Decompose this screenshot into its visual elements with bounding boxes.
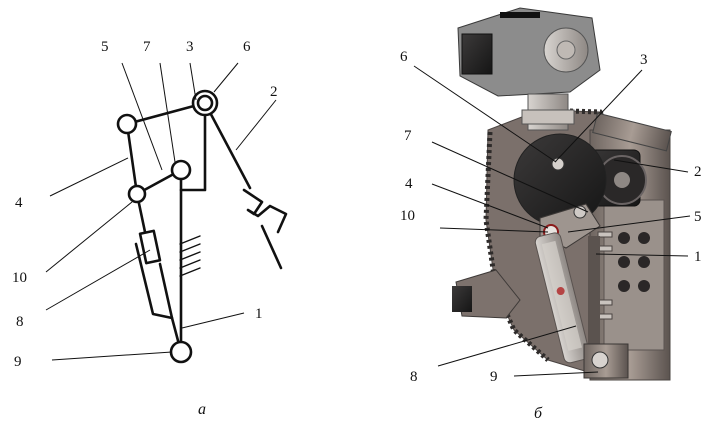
labels-panel-a: 5 7 3 6 2 4 10 8 1 9 а: [12, 39, 278, 418]
column-1-render: [588, 236, 600, 366]
render-panel-b: [452, 7, 672, 381]
label-a-8: 8: [16, 314, 24, 330]
labels-panel-b: 6 3 7 4 10 2 5 1 8 9 б: [400, 49, 702, 422]
hinge-top-left: [116, 113, 138, 135]
right-block-panel: [603, 199, 665, 351]
label-a-9: 9: [14, 354, 22, 370]
actuator-8-housing: [134, 242, 174, 320]
actuator-8-body: [138, 229, 162, 265]
link-4: [125, 122, 139, 196]
link-2-upper: [203, 101, 252, 190]
scheme-panel-a: [116, 89, 288, 364]
hinge-10: [127, 184, 147, 204]
leaders-panel-a: [45, 62, 277, 361]
label-b-5: 5: [694, 209, 702, 225]
caption-b: б: [534, 405, 543, 422]
hinge-9-render: [591, 351, 609, 369]
motor-2-hub: [614, 172, 630, 188]
hinge-9: [169, 340, 193, 364]
rotor-hub: [551, 157, 565, 171]
caption-a: а: [198, 401, 206, 418]
block-ports: [618, 232, 650, 292]
hinge-7: [170, 159, 192, 181]
label-b-6: 6: [400, 49, 408, 65]
link-2-lower: [260, 224, 283, 270]
actuator-8-render: [534, 232, 590, 364]
label-a-7: 7: [143, 39, 151, 55]
sensor-grille: [500, 12, 540, 18]
link-3: [125, 101, 207, 126]
label-a-1: 1: [255, 306, 263, 322]
hinge-6-inner: [196, 94, 214, 112]
neck-ring: [521, 109, 575, 125]
leaders-panel-b: [413, 65, 691, 377]
label-a-3: 3: [186, 39, 194, 55]
label-b-3: 3: [640, 52, 648, 68]
sensor-disc-center: [556, 40, 576, 60]
label-b-10: 10: [400, 208, 415, 224]
top-right-arm: [592, 112, 672, 152]
spring-2: [242, 188, 288, 234]
label-b-1: 1: [694, 249, 702, 265]
crank-6: [179, 101, 207, 192]
label-b-2: 2: [694, 164, 702, 180]
hinge-7-render: [573, 205, 587, 219]
sensor-window: [461, 33, 493, 75]
label-b-9: 9: [490, 369, 498, 385]
label-a-10: 10: [12, 270, 27, 286]
label-b-7: 7: [404, 128, 412, 144]
label-a-4: 4: [15, 195, 23, 211]
label-a-5: 5: [101, 39, 109, 55]
label-b-4: 4: [405, 176, 413, 192]
label-a-6: 6: [243, 39, 251, 55]
label-b-8: 8: [410, 369, 418, 385]
left-bracket-pin: [452, 286, 472, 312]
ground-hatch: [179, 235, 201, 277]
label-a-2: 2: [270, 84, 278, 100]
